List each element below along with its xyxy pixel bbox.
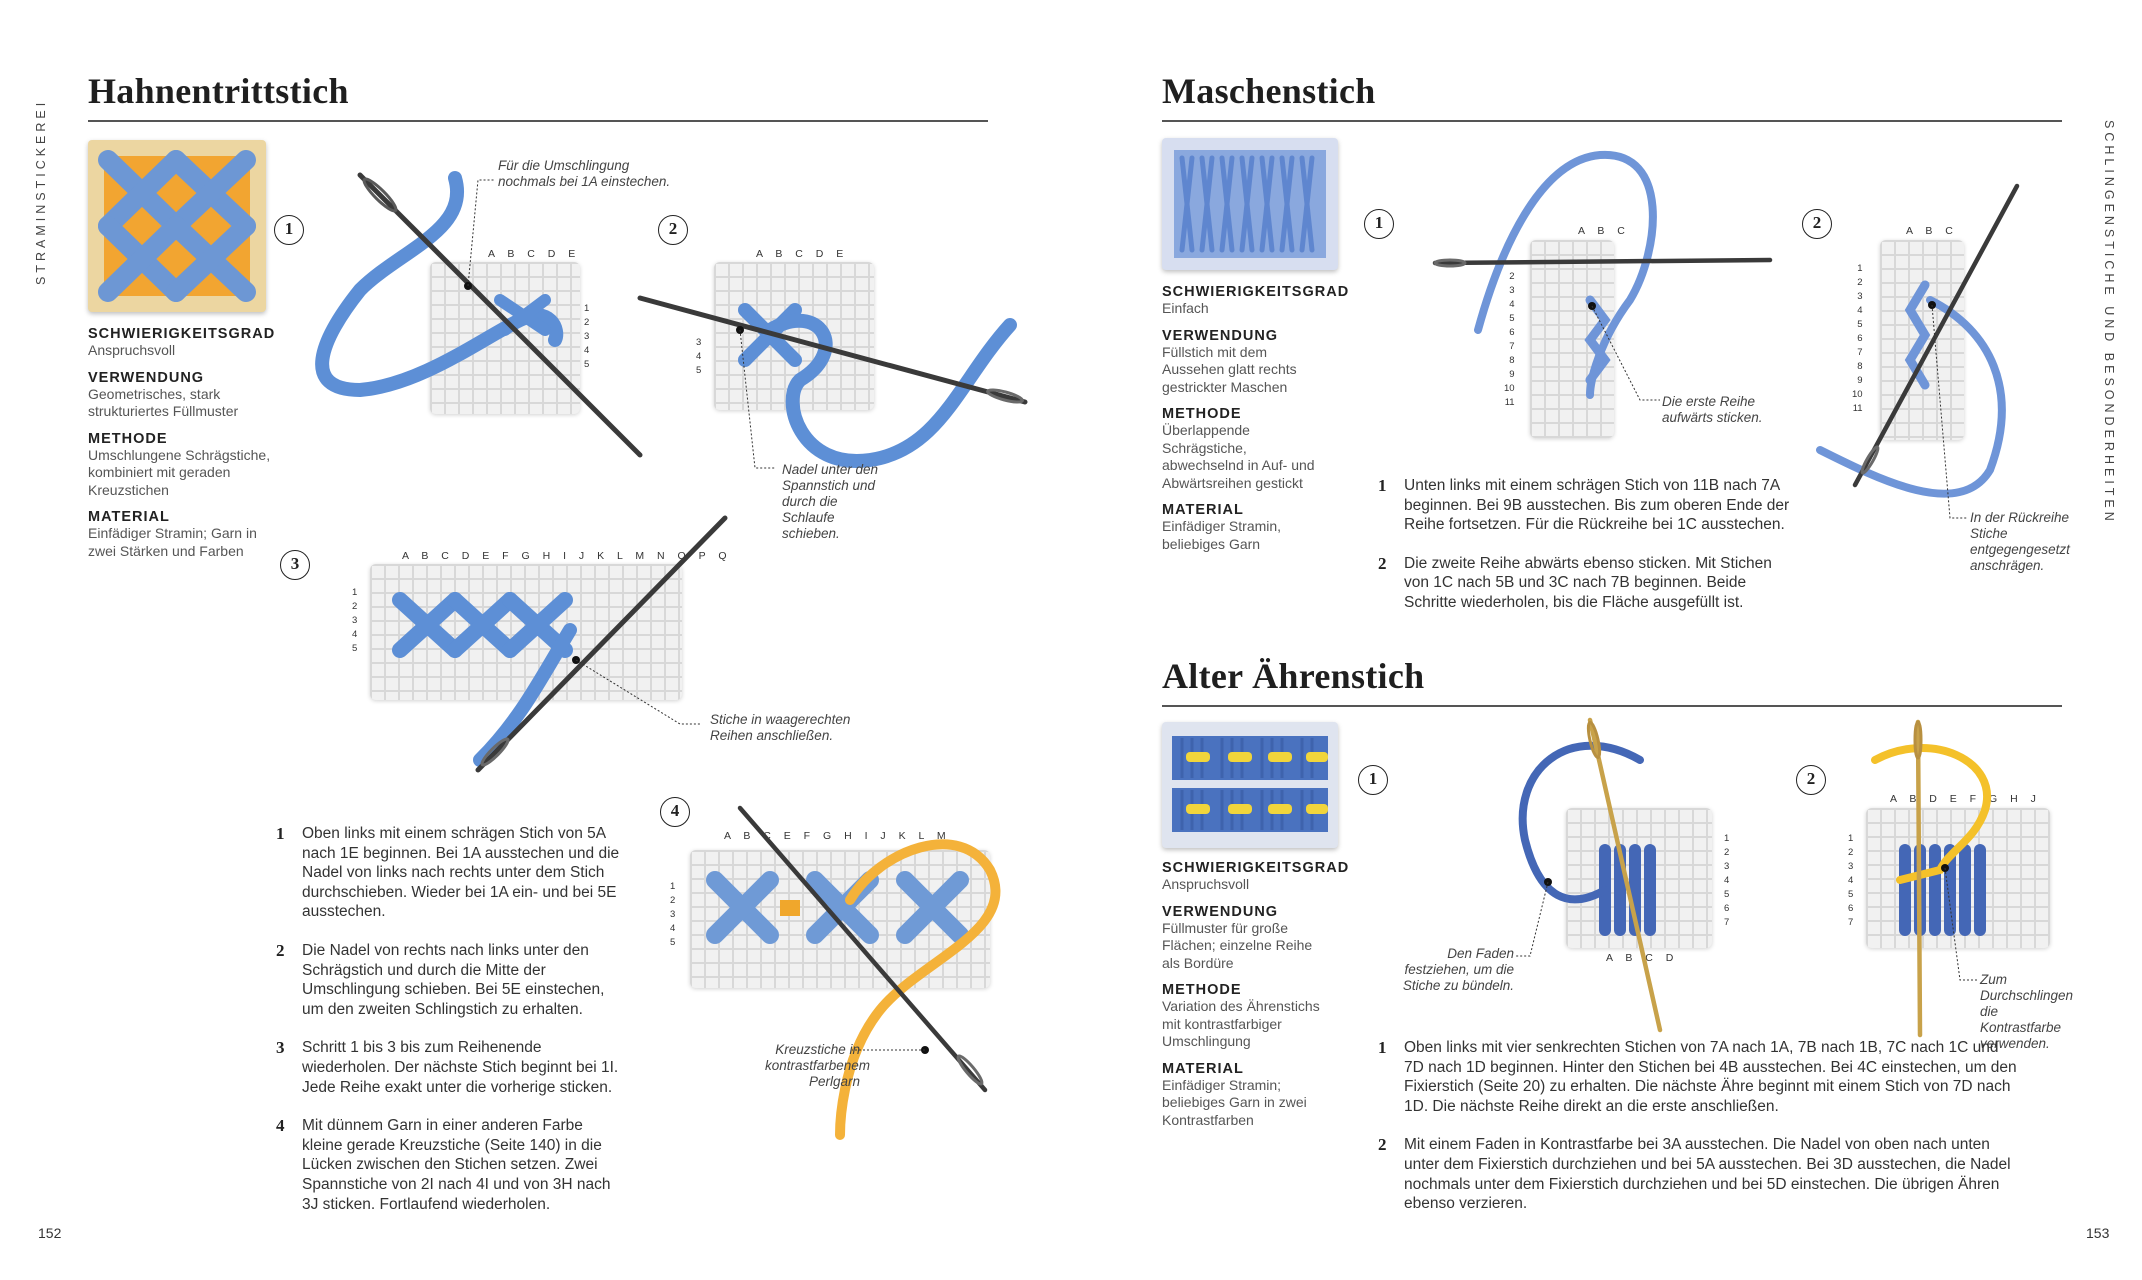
info-block-hahnentrittstich: SCHWIERIGKEITSGRAD Anspruchsvoll VERWEND… [88,326,278,560]
callout-note-aehren-2: Zum Durchschlingen die Kontrastfarbe ver… [1980,972,2074,1051]
step-circle-1: 1 [274,215,304,245]
grid-column-letters: A B C [1578,225,1630,237]
method-value: Umschlungene Schrägstiche, kombiniert mi… [88,446,271,498]
grid-column-letters: A B C D E F G H I J K L M N O P Q [402,550,732,562]
step-circle-2: 2 [1796,765,1826,795]
grid-row-numbers: 1 2 3 4 5 [670,881,676,948]
grid-row-numbers: 1 2 3 4 5 6 7 8 9 10 11 [1852,263,1863,414]
callout-note-4: Kreuzstiche in kontrastfarbenem Perlgarn [765,1042,871,1089]
use-label: VERWENDUNG [1162,903,1279,920]
step-circle-1: 1 [1358,765,1388,795]
callout-note-aehren-1: Den Faden festziehen, um die Stiche zu b… [1402,946,1514,993]
stitch-swatch-hahnentrittstich [88,140,266,312]
stitch-illustration-2 [637,295,1028,469]
stitch-swatch-alter-aehrenstich [1162,722,1338,848]
difficulty-label: SCHWIERIGKEITSGRAD [1162,860,1350,876]
difficulty-label: SCHWIERIGKEITSGRAD [1162,284,1350,300]
info-block-maschenstich: SCHWIERIGKEITSGRAD Einfach VERWENDUNG Fü… [1162,284,1350,553]
side-label-left: STRAMINSTICKEREI [34,98,48,285]
use-label: VERWENDUNG [88,369,205,386]
grid-column-letters: A B C D [1606,952,1679,964]
stitch-illustration-1 [315,171,643,458]
step-circle-3: 3 [280,550,310,580]
method-label: METHODE [1162,406,1242,422]
stitch-illustration-maschen-1 [1432,150,1773,401]
callout-note-maschen-1: Die erste Reihe aufwärts sticken. [1662,394,1763,425]
use-value: Füllstich mit dem Aussehen glatt rechts … [1162,343,1297,395]
stitch-illustration-4 [706,805,1001,1140]
title-rule-aehrenstich [1162,705,2062,707]
use-label: VERWENDUNG [1162,327,1279,344]
step-circle-2: 2 [658,215,688,245]
step-circle-1: 1 [1364,209,1394,239]
section-title-alter-aehrenstich: Alter Ährenstich [1162,656,1425,696]
method-value: Variation des Ährenstichs mit kontrastfa… [1162,998,1320,1049]
grid-row-numbers: 1 2 3 4 5 [584,303,590,370]
page-number-left: 152 [38,1225,62,1241]
difficulty-label: SCHWIERIGKEITSGRAD [88,326,276,342]
grid-row-numbers: 1 2 3 4 5 [352,587,358,654]
step-circle-4: 4 [660,797,690,827]
info-block-alter-aehrenstich: SCHWIERIGKEITSGRAD Anspruchsvoll VERWEND… [1162,860,1350,1129]
stitch-illustration-3 [392,515,728,773]
material-label: MATERIAL [88,509,170,525]
callout-note-3: Stiche in waagerechten Reihen anschließe… [710,712,851,743]
stitch-illustration-aehren-1 [1515,717,1663,1033]
material-label: MATERIAL [1162,1060,1244,1077]
canvas-grid-aehren-2 [1866,808,2050,948]
step-circle-2: 2 [1802,209,1832,239]
difficulty-value: Anspruchsvoll [88,342,176,358]
callout-note-2: Nadel unter den Spannstich und durch die… [782,462,879,541]
stitch-illustration-maschen-2 [1816,183,2020,519]
material-value: Einfädiger Stramin; Garn in zwei Stärken… [88,525,257,559]
page-title-hahnentrittstich: Hahnentrittstich [88,71,349,111]
grid-row-numbers: 1 2 3 4 5 6 7 [1848,833,1854,928]
method-value: Überlappende Schrägstiche, abwechselnd i… [1162,422,1315,491]
method-label: METHODE [1162,982,1242,998]
grid-row-numbers: 3 4 5 [696,337,702,376]
material-label: MATERIAL [1162,502,1244,518]
callout-note-1: Für die Umschlingung nochmals bei 1A ein… [498,158,671,189]
stitch-illustration-aehren-2 [1871,719,1991,1038]
material-value: Einfädiger Stramin, beliebiges Garn [1162,518,1282,552]
use-value: Geometrisches, stark strukturiertes Füll… [88,385,239,420]
grid-column-letters: A B D E F G H J [1890,793,2041,805]
material-value: Einfädiger Stramin; beliebiges Garn in z… [1162,1076,1307,1128]
stitch-swatch-maschenstich [1162,138,1338,270]
grid-column-letters: A B C D E [488,248,581,260]
difficulty-value: Einfach [1162,300,1209,316]
callout-note-maschen-2: In der Rückreihe Stiche entgegengesetzt … [1970,510,2070,573]
grid-row-numbers: 2 3 4 5 6 7 8 9 10 11 [1504,271,1515,408]
title-rule-maschenstich [1162,120,2062,122]
canvas-grid-maschen-1 [1530,240,1614,438]
page-number-right: 153 [2086,1225,2110,1241]
section-title-maschenstich: Maschenstich [1162,71,1376,111]
grid-column-letters: A B C [1906,225,1958,237]
grid-column-letters: A B C D E [756,248,849,260]
grid-column-letters: A B C E F G H I J K L M [724,830,951,842]
grid-row-numbers: 1 2 3 4 5 6 7 [1724,833,1730,928]
side-label-right: SCHLINGENSTICHE UND BESONDERHEITEN [2102,120,2116,525]
title-rule-left [88,120,988,122]
method-label: METHODE [88,430,168,447]
difficulty-value: Anspruchsvoll [1162,876,1250,892]
use-value: Füllmuster für große Flächen; einzelne R… [1162,919,1313,971]
